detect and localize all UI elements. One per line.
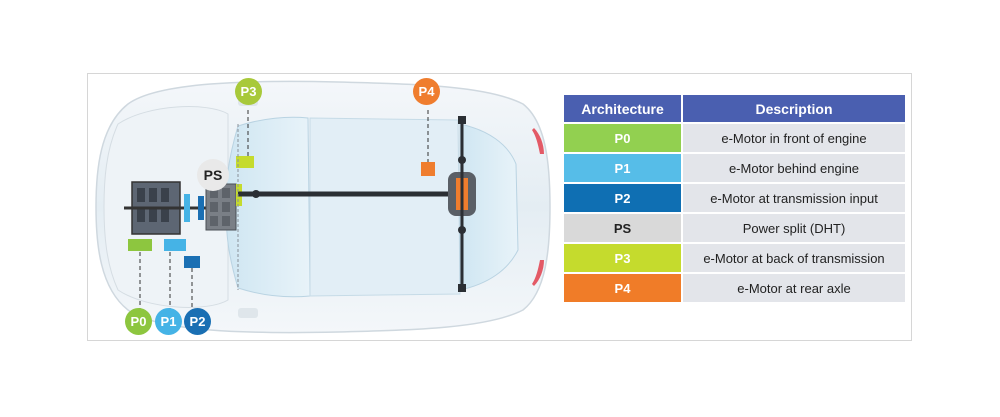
label-ps: PS bbox=[197, 159, 229, 191]
table-row: P3 e-Motor at back of transmission bbox=[564, 244, 905, 272]
description-cell: e-Motor at transmission input bbox=[683, 184, 905, 212]
p2-motor-disc bbox=[198, 196, 204, 220]
code-cell: P0 bbox=[564, 124, 681, 152]
code-cell: PS bbox=[564, 214, 681, 242]
p1-motor bbox=[164, 239, 186, 251]
table-header-row: Architecture Description bbox=[564, 95, 905, 122]
table-row: P1 e-Motor behind engine bbox=[564, 154, 905, 182]
table-row: P0 e-Motor in front of engine bbox=[564, 124, 905, 152]
description-cell: e-Motor in front of engine bbox=[683, 124, 905, 152]
description-cell: e-Motor at rear axle bbox=[683, 274, 905, 302]
header-architecture: Architecture bbox=[564, 95, 681, 122]
car-windshield bbox=[225, 116, 311, 298]
engine-cylinders bbox=[137, 188, 169, 222]
right-mirror bbox=[238, 308, 258, 318]
code-cell: P4 bbox=[564, 274, 681, 302]
table-row: PS Power split (DHT) bbox=[564, 214, 905, 242]
car-rear-window bbox=[459, 123, 519, 291]
description-cell: e-Motor at back of transmission bbox=[683, 244, 905, 272]
tail-light-top bbox=[532, 128, 544, 154]
p4-motor bbox=[421, 162, 435, 176]
label-p2: P2 bbox=[184, 308, 211, 335]
code-cell: P3 bbox=[564, 244, 681, 272]
label-p1: P1 bbox=[155, 308, 182, 335]
table-row: P2 e-Motor at transmission input bbox=[564, 184, 905, 212]
header-description: Description bbox=[683, 95, 905, 122]
architecture-table: Architecture Description P0 e-Motor in f… bbox=[562, 93, 907, 304]
p2-motor bbox=[184, 256, 200, 268]
car-roof bbox=[309, 117, 461, 297]
table-row: P4 e-Motor at rear axle bbox=[564, 274, 905, 302]
code-cell: P2 bbox=[564, 184, 681, 212]
tail-light-bottom bbox=[532, 260, 544, 286]
code-cell: P1 bbox=[564, 154, 681, 182]
label-p3: P3 bbox=[235, 78, 262, 105]
label-p4: P4 bbox=[413, 78, 440, 105]
p0-motor bbox=[128, 239, 152, 251]
description-cell: e-Motor behind engine bbox=[683, 154, 905, 182]
car-top-view-diagram bbox=[95, 80, 551, 334]
description-cell: Power split (DHT) bbox=[683, 214, 905, 242]
p3-motor bbox=[236, 156, 254, 168]
leader-lines bbox=[139, 110, 429, 312]
p1-motor-disc bbox=[184, 194, 190, 222]
label-p0: P0 bbox=[125, 308, 152, 335]
